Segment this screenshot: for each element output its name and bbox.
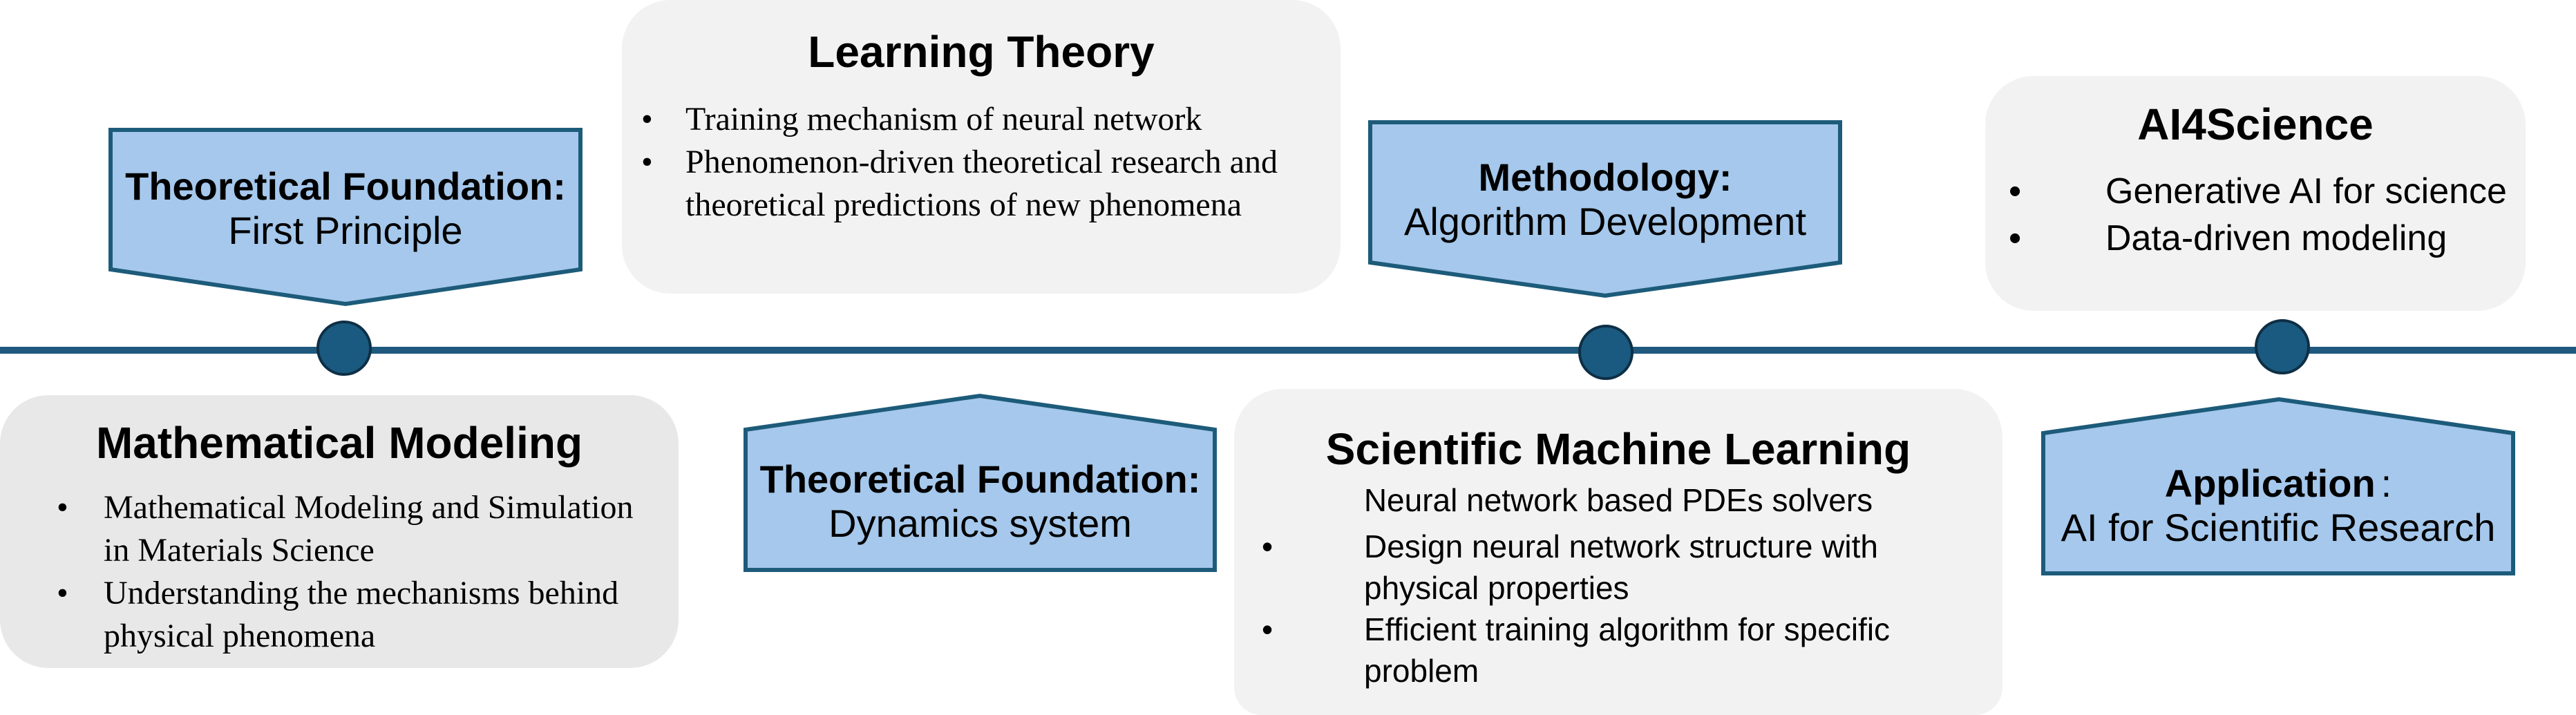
item-text: Data-driven modeling [2105,218,2447,258]
box-title: Scientific Machine Learning [1325,424,1911,474]
box-mathematical-modeling: Mathematical Modeling • Mathematical Mode… [0,395,679,668]
bullet-list: • Mathematical Modeling and Simulation in… [57,486,658,658]
item-text: Generative AI for science [2105,171,2507,211]
box-title: Learning Theory [808,27,1155,77]
box-scientific-machine-learning: Scientific Machine Learning Neural netwo… [1234,389,2002,715]
bullet: • [2009,171,2022,211]
list-item: • Efficient training algorithm for specif… [1262,609,1982,692]
bullet: • [57,575,68,611]
list-item: • Generative AI for science [2009,168,2512,215]
tag-subtitle: Algorithm Development [1403,200,1807,244]
tag-title: Theoretical Foundation: [125,164,566,208]
list-item: • Data-driven modeling [2009,215,2512,262]
list-item: • Mathematical Modeling and Simulation in… [57,486,658,572]
timeline-node [2255,319,2310,374]
tag-methodology: Methodology: Algorithm Development [1370,155,1840,245]
bullet-list: • Design neural network structure with ph… [1262,526,1982,692]
tag-shape-methodology [1368,120,1842,298]
box-subtitle: Neural network based PDEs solvers [1363,482,1873,518]
box-ai4science: AI4Science • Generative AI for science • D… [1985,76,2526,311]
tag-title: Theoretical Foundation: [759,457,1201,501]
tag-shape-first-principle [108,128,583,307]
tag-shape-dynamics [744,393,1217,572]
bullet: • [57,489,68,526]
item-text: Efficient training algorithm for specifi… [1364,611,1891,689]
list-item: • Training mechanism of neural network [641,98,1313,141]
list-item: • Phenomenon-driven theoretical research … [641,141,1313,227]
tag-shape-application [2041,397,2515,575]
box-title: AI4Science [2137,99,2374,149]
bullet: • [1262,528,1273,564]
tag-subtitle: Dynamics system [828,502,1132,546]
item-text: Design neural network structure with phy… [1364,528,1878,606]
bullet: • [641,144,653,180]
tag-title: Application: [2043,461,2513,506]
tag-subtitle: AI for Scientific Research [2061,506,2496,550]
item-text: Phenomenon-driven theoretical research a… [685,144,1278,223]
bullet: • [1262,611,1273,647]
tag-subtitle: First Principle [228,209,463,253]
list-item: • Understanding the mechanisms behind phy… [57,572,658,658]
item-text: Understanding the mechanisms behind phys… [104,575,619,654]
box-title: Mathematical Modeling [95,418,583,468]
tag-application: Application: AI for Scientific Research [2043,461,2513,551]
tag-title-text: Application [2164,461,2376,505]
timeline-node [316,321,372,376]
timeline-node [1578,325,1633,380]
tag-title: Methodology: [1478,155,1732,199]
bullet: • [2009,218,2022,258]
tag-first-principle: Theoretical Foundation: First Principle [111,164,580,254]
list-item: • Design neural network structure with ph… [1262,526,1982,609]
tag-dynamics: Theoretical Foundation: Dynamics system [746,457,1215,546]
box-learning-theory: Learning Theory • Training mechanism of n… [622,0,1341,294]
tag-title-suffix: : [2380,461,2392,505]
bullet: • [641,101,653,137]
bullet-list: • Training mechanism of neural network • P… [641,98,1313,227]
item-text: Mathematical Modeling and Simulation in … [104,489,634,569]
bullet-list: • Generative AI for science • Data-driven … [2009,168,2512,262]
item-text: Training mechanism of neural network [685,101,1202,137]
